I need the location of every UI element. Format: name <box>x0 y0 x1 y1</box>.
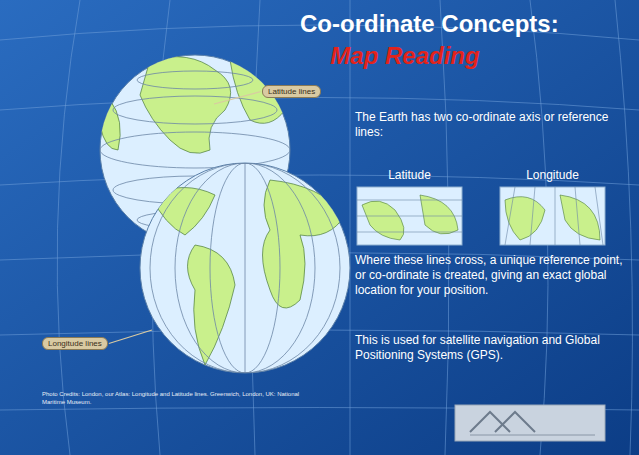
slide-subtitle: Map Reading <box>300 42 510 70</box>
slide-title: Co-ordinate Concepts: <box>300 10 510 38</box>
callout-label: Latitude lines <box>268 87 315 96</box>
callout-label: Longitude lines <box>48 339 102 348</box>
callout-box: Longitude lines <box>42 337 108 350</box>
thumb-heading: Longitude <box>500 168 605 182</box>
body-text: Where these lines cross, a unique refere… <box>355 253 625 298</box>
credits-text: Photo Credits: London, our Atlas: Longit… <box>42 390 322 406</box>
thumb-heading: Latitude <box>357 168 462 182</box>
longitude-thumbnail <box>500 187 605 245</box>
longitude-globe <box>140 160 350 376</box>
latitude-thumbnail <box>357 187 462 245</box>
body-text: This is used for satellite navigation an… <box>355 333 625 363</box>
leader-lines <box>109 92 261 344</box>
intro-text: The Earth has two co-ordinate axis or re… <box>355 110 625 140</box>
logo-box <box>455 405 605 441</box>
callout-box: Latitude lines <box>262 85 321 98</box>
